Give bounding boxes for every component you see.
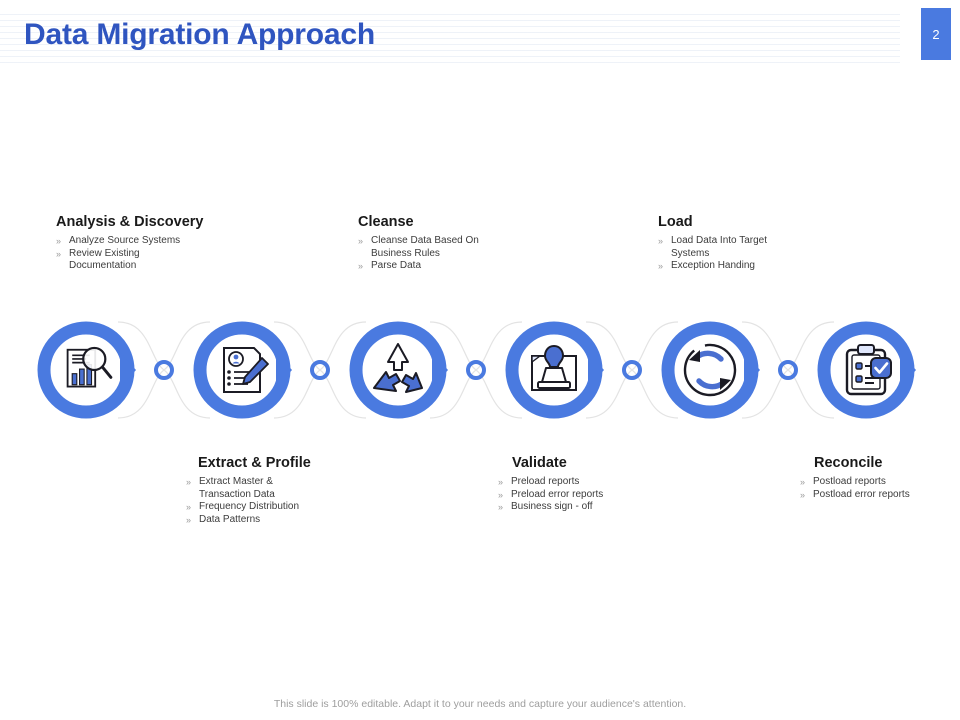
footer-note: This slide is 100% editable. Adapt it to… (273, 698, 687, 710)
step-node-cleanse[interactable] (349, 321, 448, 419)
bullet-item: » Cleanse Data Based On Business Rules (358, 235, 573, 260)
page-title: Data Migration Approach (24, 18, 375, 51)
step-arrow-notch (276, 352, 292, 388)
text-block-reconcile: Reconcile » Postload reports » Postload … (800, 455, 960, 501)
bullet-item: » Analyze Source Systems (56, 235, 271, 248)
bullet-item: » Postload reports (800, 476, 960, 489)
step-ring (661, 321, 759, 419)
bullet-text: Analyze Source Systems (69, 235, 181, 246)
bullet-marker-icon: » (498, 489, 504, 500)
bullet-marker-icon: » (800, 489, 806, 500)
bullet-item: » Extract Master & Transaction Data (186, 476, 411, 501)
step-arrow-notch (744, 352, 760, 388)
text-block-analysis: Analysis & Discovery » Analyze Source Sy… (56, 214, 271, 273)
bullet-text: Cleanse Data Based On Business Rules (371, 235, 479, 259)
text-block-load: Load » Load Data Into Target Systems » E… (658, 214, 873, 273)
bullet-item: » Data Patterns (186, 514, 411, 527)
page-number-badge: 2 (921, 8, 951, 60)
bullet-marker-icon: » (56, 248, 62, 259)
step-node-load[interactable] (661, 321, 760, 419)
bullet-marker-icon: » (186, 514, 192, 525)
step-arrow-notch (588, 352, 604, 388)
connector-nodes (154, 360, 798, 380)
bullet-item: » Load Data Into Target Systems (658, 235, 873, 260)
bullet-marker-icon: » (498, 502, 504, 513)
bullet-text: Extract Master & Transaction Data (199, 476, 275, 500)
heading-cleanse: Cleanse (358, 214, 414, 230)
bullet-text: Parse Data (371, 260, 422, 272)
step-arrow-notch (120, 352, 136, 388)
recycle-arrows-icon (373, 343, 423, 393)
bullet-text: Preload reports (511, 476, 580, 487)
bullet-marker-icon: » (186, 477, 192, 487)
clipboard-check-icon (845, 344, 892, 396)
step-arrow-notch (432, 352, 448, 388)
bullet-item: » Exception Handing (658, 260, 873, 273)
connector-lines (117, 321, 835, 419)
text-block-extract: Extract & Profile » Extract Master & Tra… (186, 455, 411, 526)
step-arrow-notch (900, 352, 916, 388)
title-background-band (0, 14, 900, 68)
heading-extract: Extract & Profile (198, 455, 311, 471)
bullet-text: Review Existing Documentation (69, 247, 140, 272)
bullet-marker-icon: » (658, 236, 664, 246)
heading-analysis: Analysis & Discovery (56, 214, 204, 230)
step-node-reconcile[interactable] (817, 321, 916, 419)
text-block-validate: Validate » Preload reports » Preload err… (498, 455, 713, 514)
bullet-item: » Postload error reports (800, 489, 960, 502)
bullet-text: Preload error reports (511, 488, 604, 500)
heading-validate: Validate (512, 455, 567, 471)
bullet-text: Postload error reports (813, 488, 910, 500)
bullet-text: Postload reports (813, 476, 886, 487)
bullet-marker-icon: » (358, 261, 364, 272)
bullet-marker-icon: » (56, 236, 62, 246)
step-node-validate[interactable] (505, 321, 604, 419)
process-chain (37, 321, 916, 419)
stamp-document-icon (531, 345, 577, 391)
bullet-marker-icon: » (186, 502, 192, 513)
bullet-text: Load Data Into Target Systems (671, 235, 767, 259)
bullet-item: » Preload error reports (498, 489, 713, 502)
bullet-marker-icon: » (658, 261, 664, 272)
bullet-text: Exception Handing (671, 260, 755, 272)
bullet-marker-icon: » (358, 236, 364, 246)
step-node-extract[interactable] (193, 321, 292, 419)
bullet-text: Data Patterns (199, 513, 261, 525)
profile-document-pencil-icon (223, 347, 269, 393)
bullet-item: » Preload reports (498, 476, 713, 489)
bullet-item: » Review Existing Documentation (56, 248, 271, 273)
bullet-text: Frequency Distribution (199, 501, 300, 513)
bullet-text: Business sign - off (511, 501, 593, 513)
bullet-marker-icon: » (498, 477, 504, 487)
text-block-cleanse: Cleanse » Cleanse Data Based On Business… (358, 214, 573, 273)
heading-reconcile: Reconcile (814, 455, 883, 471)
chart-magnifier-icon (66, 346, 113, 388)
bullet-marker-icon: » (800, 477, 806, 487)
bullet-item: » Business sign - off (498, 501, 713, 514)
heading-load: Load (658, 214, 693, 230)
circular-sync-arrows-icon (683, 343, 737, 397)
step-node-analysis[interactable] (37, 321, 136, 419)
bullet-item: » Frequency Distribution (186, 501, 411, 514)
bullet-item: » Parse Data (358, 260, 573, 273)
